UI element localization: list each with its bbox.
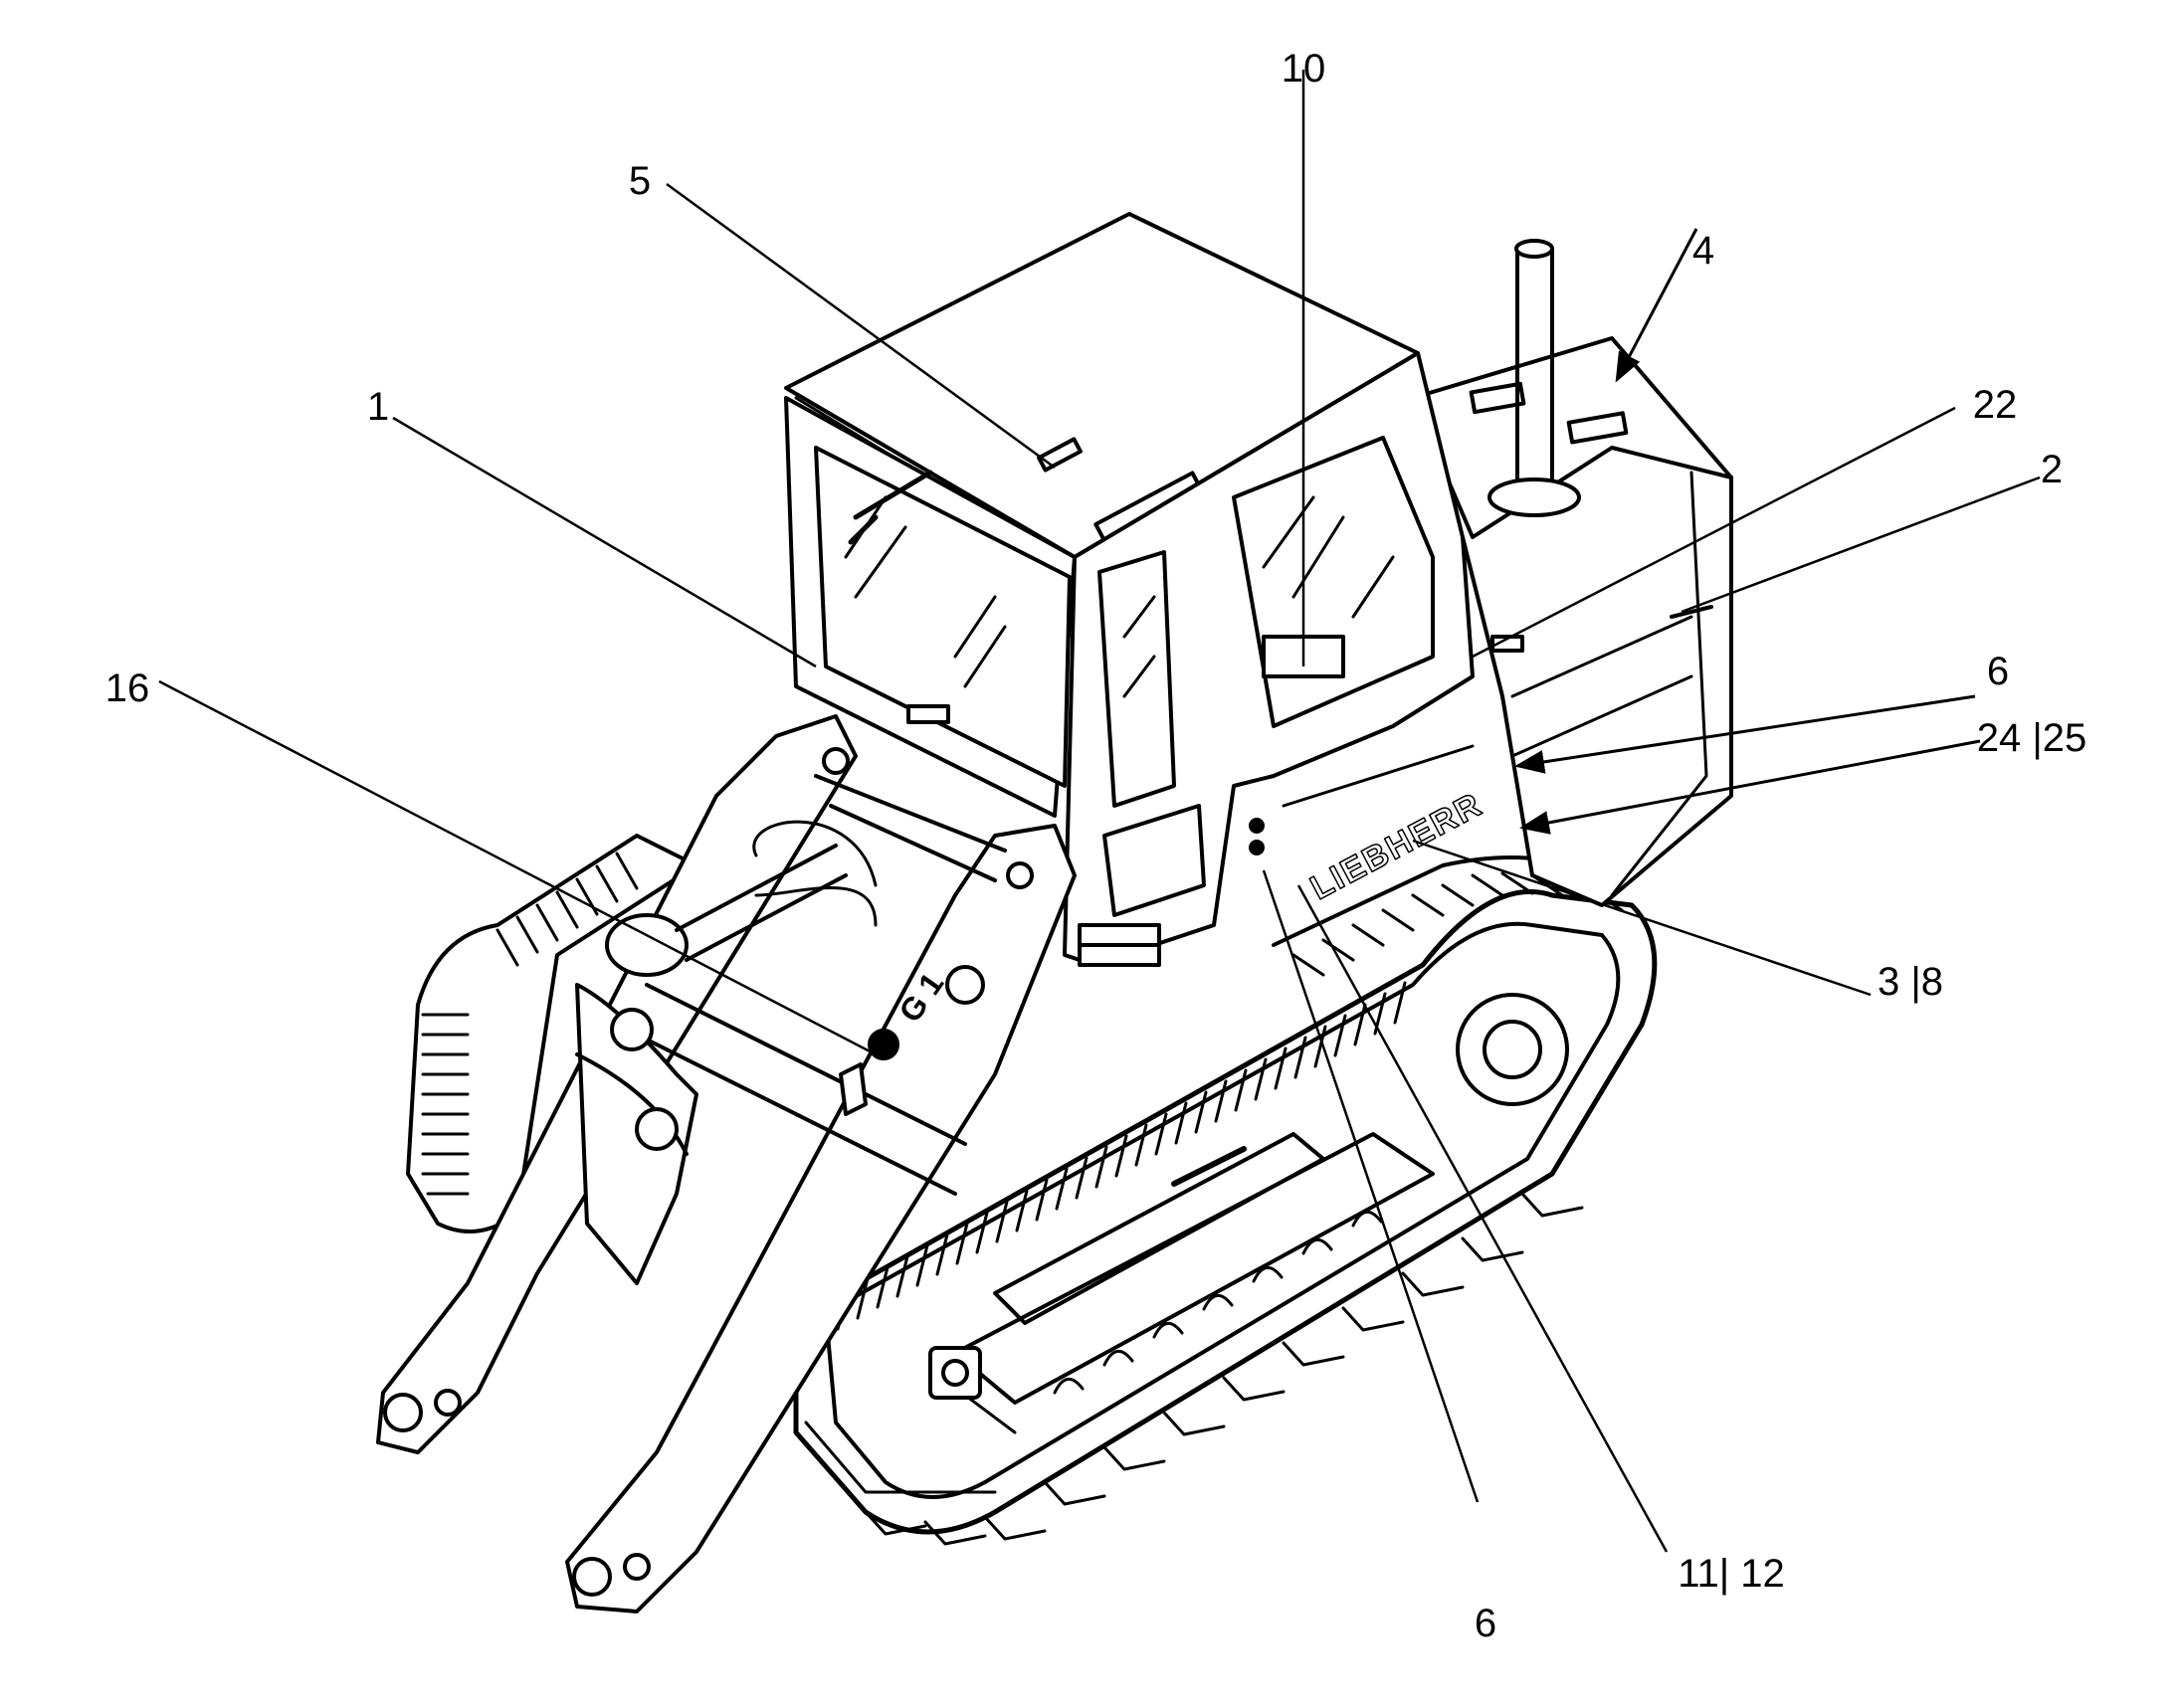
- arrow-24-25: [1519, 739, 1981, 835]
- callout-10: 10: [1282, 47, 1326, 91]
- crawler-loader-drawing: G 1 LIEBHERR: [376, 212, 1733, 1613]
- callout-4: 4: [1692, 229, 1714, 273]
- arrow-6: [1514, 694, 1976, 774]
- leader-11-12: [1296, 884, 1669, 1553]
- leader-6-lower: [1262, 869, 1480, 1503]
- callout-24-25: 24 |25: [1977, 716, 2087, 760]
- callout-11-12: 11| 12: [1678, 1552, 1785, 1596]
- left-track: [406, 834, 698, 1234]
- callout-2: 2: [2041, 448, 2063, 491]
- operator-cab: [784, 212, 1524, 967]
- leader-1: [392, 416, 817, 668]
- callout-3-8: 3 |8: [1878, 960, 1943, 1004]
- callout-6-bottom: 6: [1475, 1602, 1496, 1645]
- callout-22: 22: [1973, 383, 2018, 427]
- arrow-4: [1615, 228, 1698, 383]
- callout-16: 16: [105, 666, 150, 710]
- callout-5: 5: [629, 159, 651, 203]
- leader-16: [158, 679, 877, 1056]
- leader-22: [1472, 406, 1956, 659]
- leader-2: [1681, 475, 2041, 614]
- engine-hood: [1411, 239, 1733, 907]
- callout-1: 1: [367, 385, 389, 429]
- loader-arms: G 1: [376, 714, 1077, 1613]
- leader-5: [666, 182, 1056, 470]
- right-track: [793, 855, 1658, 1546]
- callout-leaders: [158, 70, 2041, 1553]
- callout-labels: 10 5 1 16 4 22 2 6 24 |25 3 |8 11| 12 6: [105, 47, 2087, 1645]
- leader-3-8: [1412, 839, 1872, 997]
- callout-6-right: 6: [1987, 650, 2009, 693]
